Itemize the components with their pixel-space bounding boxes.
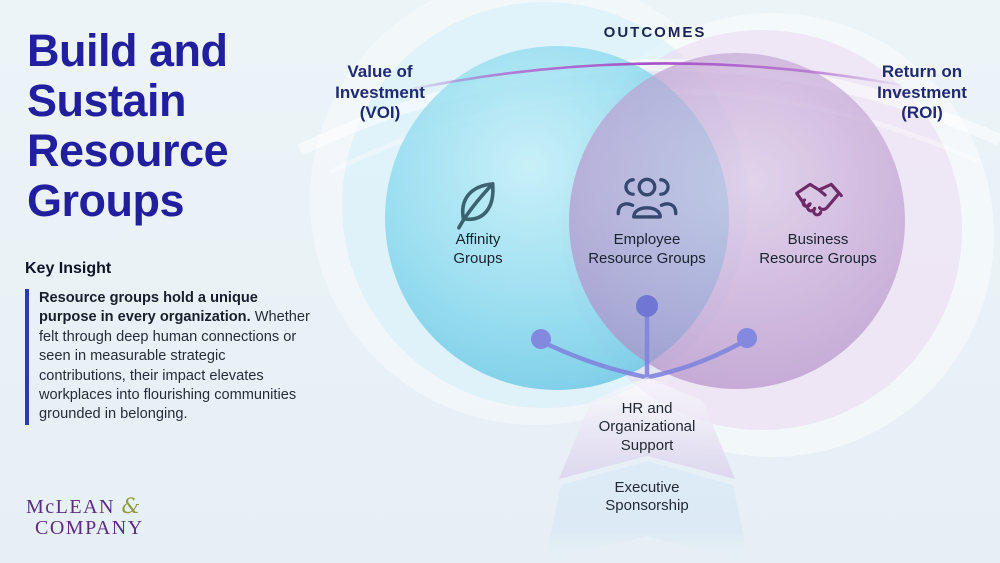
outcomes-arc [397,62,907,94]
voi-label: Value of Investment (VOI) [335,62,425,123]
executive-sponsorship-label: Executive Sponsorship [605,479,689,515]
business-resource-groups-label: Business Resource Groups [759,231,877,267]
page-title: Build and Sustain Resource Groups [27,25,229,226]
logo-ampersand: & [121,494,142,518]
logo-word-company: COMPANY [35,517,144,539]
key-insight-heading: Key Insight [25,260,112,277]
logo-word-mclean: McLEAN [26,496,115,518]
key-insight-body: Whether felt through deep human connecti… [39,309,310,423]
hr-support-label: HR and Organizational Support [598,400,696,454]
brg-connector-dot [737,328,757,348]
top-swirl-ribbon [297,59,1000,156]
employee-resource-groups-label: Employee Resource Groups [588,231,706,267]
roi-label: Return on Investment (ROI) [877,62,967,123]
handshake-icon [790,176,848,224]
hr-support-band [559,377,735,479]
affinity-connector-dot [531,329,551,349]
support-connectors [546,309,742,380]
outcomes-label: OUTCOMES [603,24,707,41]
people-icon [616,172,678,222]
leaf-icon [451,176,505,230]
key-insight-lead: Resource groups hold a unique purpose in… [39,290,258,326]
affinity-groups-label: Affinity Groups [453,231,503,267]
erg-connector-dot [636,295,658,317]
key-insight-paragraph: Resource groups hold a unique purpose in… [25,289,313,425]
executive-sponsorship-band [545,461,749,562]
company-logo: McLEAN & COMPANY [26,494,246,539]
